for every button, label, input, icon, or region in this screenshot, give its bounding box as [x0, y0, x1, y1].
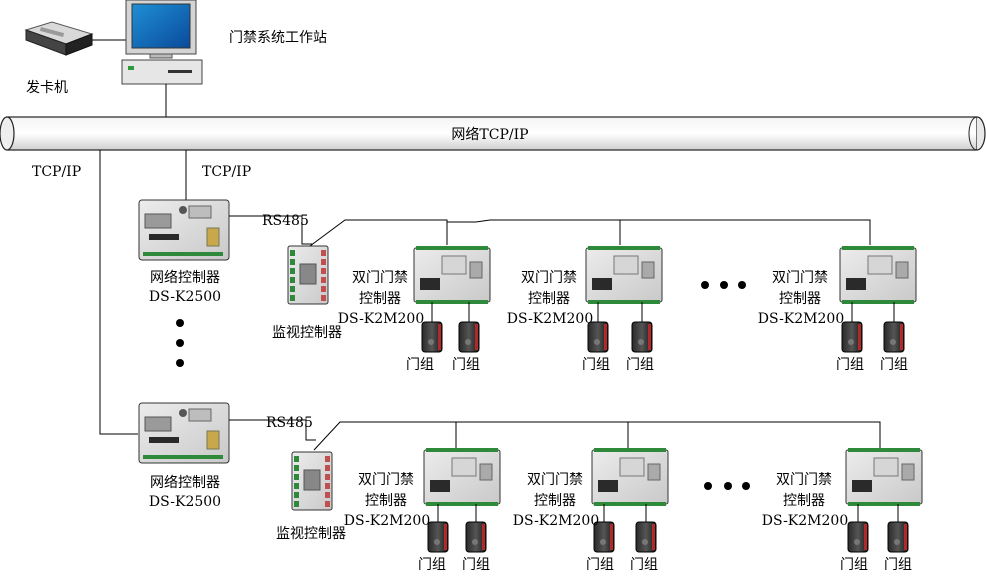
door-group-label: 门组	[406, 357, 434, 373]
card-issuer-icon	[24, 21, 94, 56]
door-controller-model: DS-K2M200	[506, 311, 594, 327]
door-group-label: 门组	[418, 557, 446, 573]
door-controller-name: 双门门禁	[776, 472, 832, 488]
door-controller-name: 双门门禁	[527, 472, 583, 488]
door-group-label: 门组	[626, 357, 654, 373]
network-controller-model: DS-K2500	[148, 494, 222, 510]
door-controller-name2: 控制器	[534, 493, 576, 509]
door-controller-name2: 控制器	[779, 291, 821, 307]
rs485-link	[456, 421, 881, 448]
continuation-dot	[176, 319, 184, 327]
network-bus-label: 网络TCP/IP	[451, 127, 529, 143]
continuation-dot	[704, 482, 712, 490]
network-bus	[0, 116, 986, 151]
door-controller-icon	[839, 246, 917, 304]
rs485-link	[229, 419, 316, 441]
tcpip-left-link	[99, 150, 138, 435]
door-controller-icon	[591, 448, 669, 506]
rs485-link	[620, 219, 871, 245]
continuation-dot	[176, 359, 184, 367]
continuation-dot	[738, 281, 746, 289]
door-group-label: 门组	[462, 557, 490, 573]
door-group-label: 门组	[840, 557, 868, 573]
door-group-label: 门组	[630, 557, 658, 573]
continuation-dot	[176, 339, 184, 347]
workstation-label: 门禁系统工作站	[229, 30, 327, 46]
door-controller-icon	[585, 246, 663, 304]
door-controller-name2: 控制器	[359, 291, 401, 307]
card-reader-icon	[458, 321, 480, 353]
network-controller-icon	[138, 402, 230, 464]
door-group-label: 门组	[836, 357, 864, 373]
continuation-dot	[724, 482, 732, 490]
door-group-label: 门组	[884, 557, 912, 573]
continuation-dot	[701, 281, 709, 289]
door-controller-model: DS-K2M200	[343, 513, 431, 529]
door-controller-name2: 控制器	[783, 493, 825, 509]
monitor-controller-icon	[291, 451, 333, 511]
workstation-icon	[121, 0, 203, 85]
tcpip-left-label: TCP/IP	[32, 164, 82, 180]
card-reader-icon	[883, 321, 905, 353]
monitor-controller-label: 监视控制器	[276, 526, 346, 542]
door-controller-icon	[423, 448, 501, 506]
card-reader-icon	[847, 521, 869, 553]
door-group-label: 门组	[452, 357, 480, 373]
door-controller-model: DS-K2M200	[337, 311, 425, 327]
continuation-dot	[720, 281, 728, 289]
network-controller-icon	[138, 199, 230, 261]
door-controller-model: DS-K2M200	[761, 513, 849, 529]
card-reader-icon	[635, 521, 657, 553]
tcpip-right-label: TCP/IP	[202, 164, 252, 180]
card-issuer-label: 发卡机	[26, 80, 68, 96]
door-controller-model: DS-K2M200	[512, 513, 600, 529]
card-reader-icon	[631, 321, 653, 353]
rs485-link	[309, 219, 448, 247]
door-controller-name: 双门门禁	[352, 270, 408, 286]
door-controller-name2: 控制器	[365, 493, 407, 509]
door-controller-icon	[413, 246, 491, 304]
door-group-label: 门组	[880, 357, 908, 373]
rs485-label: RS485	[266, 415, 313, 431]
door-controller-name: 双门门禁	[521, 270, 577, 286]
rs485-link	[313, 421, 457, 451]
door-group-label: 门组	[582, 357, 610, 373]
card-reader-icon	[887, 521, 909, 553]
continuation-dot	[742, 482, 750, 490]
monitor-controller-icon	[287, 245, 329, 305]
door-group-label: 门组	[586, 557, 614, 573]
card-reader-icon	[587, 321, 609, 353]
network-controller-name: 网络控制器	[150, 475, 220, 491]
monitor-controller-label: 监视控制器	[272, 325, 342, 341]
card-reader-icon	[465, 521, 487, 553]
door-controller-name: 双门门禁	[358, 472, 414, 488]
rs485-label: RS485	[262, 213, 309, 229]
door-controller-name2: 控制器	[528, 291, 570, 307]
rs485-link	[456, 421, 629, 448]
rs485-link	[447, 219, 621, 245]
door-controller-name: 双门门禁	[772, 270, 828, 286]
network-controller-name: 网络控制器	[150, 270, 220, 286]
door-controller-icon	[845, 448, 923, 506]
network-controller-model: DS-K2500	[148, 289, 222, 305]
door-controller-model: DS-K2M200	[757, 311, 845, 327]
rs485-link	[229, 215, 313, 245]
